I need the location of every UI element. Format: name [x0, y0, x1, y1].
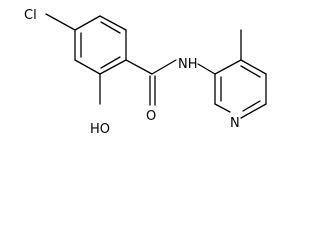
bond-ring-b — [99, 15, 127, 31]
double-bond-inner — [240, 65, 261, 78]
double-bond-inner — [100, 21, 121, 34]
bond-c-n — [151, 59, 177, 75]
bond-c-cl — [45, 13, 76, 31]
bond-pyr-d — [240, 103, 267, 119]
chlorine-label: Cl — [24, 8, 37, 23]
molecule-canvas: Cl HO O NH N — [24, 8, 267, 137]
amide-nh-label: NH — [178, 57, 198, 72]
bond-n-pyridine — [197, 63, 216, 75]
carbonyl-oxygen-label: O — [146, 109, 156, 124]
double-bond-inner — [242, 100, 261, 112]
bond-ring-carbonyl — [125, 59, 153, 75]
pyridine-n-label: N — [230, 116, 240, 131]
benzene-ring — [74, 15, 127, 75]
bond-ring-a — [74, 15, 101, 31]
hydroxyl-label: HO — [90, 122, 110, 137]
pyridine-ring — [214, 59, 267, 119]
structure-drawing: Cl HO O NH N — [24, 8, 267, 137]
bond-pyr-b — [240, 59, 267, 75]
bond-ring-e — [74, 59, 101, 75]
double-bond-inner — [100, 56, 121, 69]
bond-ring-d — [99, 59, 127, 75]
bond-pyr-e — [214, 103, 231, 113]
bond-pyr-a — [214, 59, 242, 75]
